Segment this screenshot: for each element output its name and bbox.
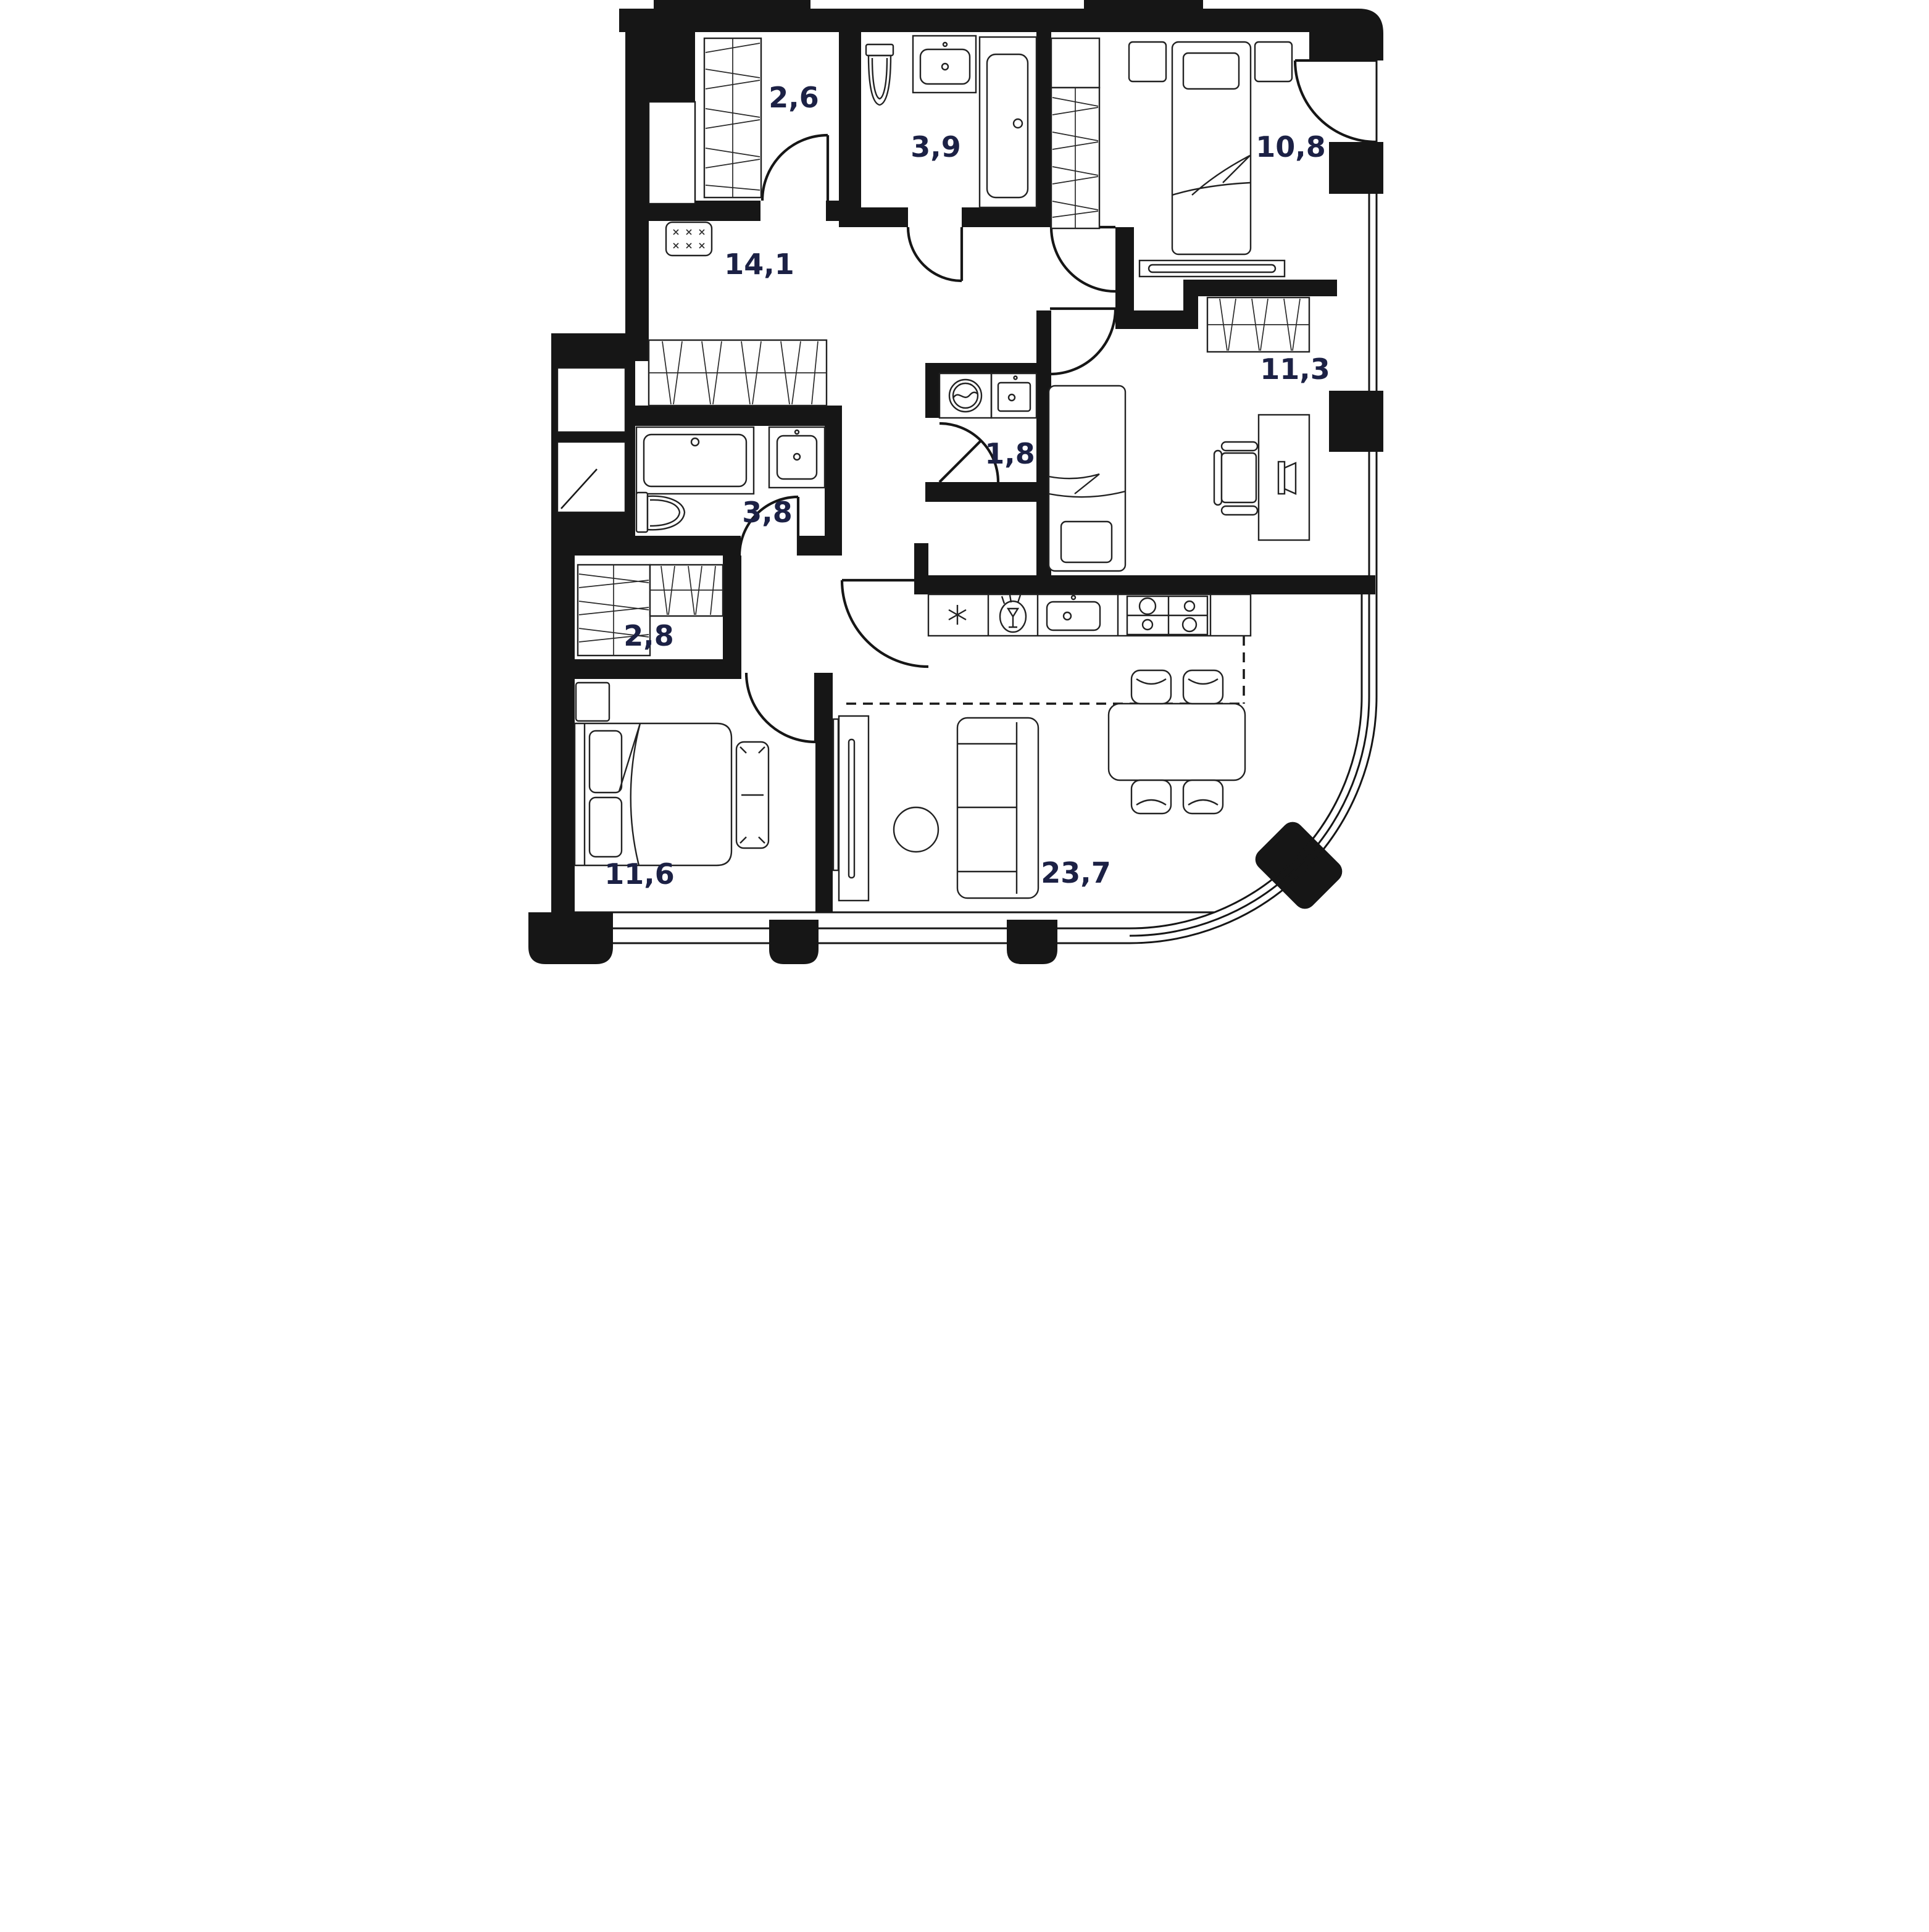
duct-shaft [648, 101, 696, 205]
corner-block-top-right [1309, 9, 1383, 60]
bedroom-10-8-furniture [1050, 37, 1293, 278]
bed-double [573, 722, 733, 867]
shaft-niches [556, 101, 696, 514]
living-room-furniture [838, 669, 1246, 902]
label-bedroom-11-6: 11,6 [604, 857, 675, 891]
kitchen-zone-boundary [846, 636, 1245, 705]
bathroom-3-8-fixtures [635, 426, 826, 533]
monitor-icon [1277, 460, 1297, 495]
dining-table [1107, 702, 1246, 781]
dishwasher-icon [999, 594, 1027, 633]
laundry-1-8-fixtures [938, 372, 1038, 419]
hall-wardrobe [648, 339, 828, 407]
chair [1130, 779, 1172, 815]
doors [609, 59, 1377, 744]
label-bathroom-3-8: 3,8 [742, 496, 793, 529]
shaft-hatch-leaf [560, 468, 598, 509]
nightstand [1128, 41, 1167, 83]
washing-machine-icon [948, 378, 983, 413]
curved-glazing [1129, 696, 1363, 930]
stove-icon [1126, 595, 1209, 636]
closet-2-8-wardrobes [577, 564, 724, 657]
floor-plan-page: 2,6 3,9 10,8 14,1 11,3 3,8 1,8 2,8 11,6 … [482, 0, 1447, 966]
dining-table-set [1107, 669, 1246, 815]
chair [1182, 669, 1224, 705]
facade-pillar [1329, 142, 1383, 194]
curved-glazing [1129, 696, 1378, 944]
wardrobe-icon [1050, 37, 1101, 230]
facade-pillar-bottom [528, 912, 613, 964]
office-chair [1213, 441, 1259, 516]
chair [1182, 779, 1224, 815]
bathtub-icon [978, 36, 1038, 209]
coffee-table [893, 806, 940, 853]
bedroom-11-6-furniture [573, 681, 840, 872]
label-room-11-3: 11,3 [1260, 352, 1330, 386]
wardrobe-closet-2-6 [703, 37, 762, 199]
toilet-icon [635, 491, 686, 533]
mirror [832, 718, 840, 872]
door-bathroom-3-8 [738, 495, 800, 556]
kitchen-sink-icon [1046, 594, 1101, 631]
nightstand [1254, 41, 1293, 83]
tv-console [1138, 259, 1286, 278]
fridge-icon [948, 605, 967, 625]
label-closet-2-8: 2,8 [623, 619, 674, 652]
door-laundry-1-8 [938, 422, 1000, 483]
area-labels: 2,6 3,9 10,8 14,1 11,3 3,8 1,8 2,8 11,6 … [604, 81, 1330, 891]
label-living-23-7: 23,7 [1041, 856, 1111, 889]
balcony-door-bedroom-10-8 [1293, 59, 1377, 144]
facade-pillar-bottom [769, 920, 819, 964]
bed-single [1171, 41, 1252, 256]
door-bedroom-10-8 [1049, 225, 1116, 293]
chair [1130, 669, 1172, 705]
label-laundry-1-8: 1,8 [985, 437, 1035, 470]
nightstand [575, 681, 610, 722]
facade-pillar [1329, 391, 1383, 452]
electrical-panel-icon [665, 221, 713, 257]
label-bathroom-3-9: 3,9 [910, 130, 961, 164]
sink-icon [912, 35, 977, 94]
tv-icon [848, 738, 856, 879]
bathroom-3-9-fixtures [865, 35, 1038, 209]
door-bedroom-11-6 [744, 672, 817, 744]
desk [1213, 414, 1310, 541]
label-hall-14-1: 14,1 [724, 248, 794, 281]
label-closet-2-6: 2,6 [769, 81, 819, 114]
door-bathroom-3-9 [906, 227, 964, 283]
wardrobe-icon [1206, 296, 1310, 353]
door-living-room [840, 578, 929, 668]
bench [735, 741, 770, 849]
sink-icon [768, 426, 826, 489]
kitchen-counter [927, 593, 1252, 637]
sofa [956, 717, 1039, 899]
tv-icon [1148, 264, 1277, 273]
door-room-11-3 [1049, 307, 1117, 376]
toilet-icon [865, 43, 894, 106]
window-band [575, 60, 1378, 944]
laundry-sink-icon [997, 375, 1031, 412]
bed-single [1048, 385, 1127, 572]
floor-plan: 2,6 3,9 10,8 14,1 11,3 3,8 1,8 2,8 11,6 … [528, 0, 1383, 964]
label-bedroom-10-8: 10,8 [1256, 130, 1326, 164]
door-closet-2-6 [760, 133, 830, 201]
duct-shaft [556, 367, 627, 433]
facade-pillar-bottom [1007, 920, 1057, 964]
bathtub-icon [635, 426, 755, 495]
tv-console [838, 715, 870, 902]
curved-glazing [1129, 696, 1370, 937]
room-11-3-furniture [1048, 296, 1310, 572]
